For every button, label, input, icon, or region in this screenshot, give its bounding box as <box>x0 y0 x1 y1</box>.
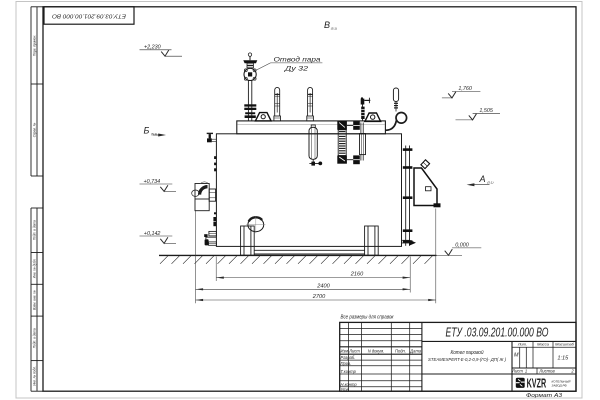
svg-text:1:15: 1:15 <box>557 356 569 362</box>
svg-text:Формат А3: Формат А3 <box>526 393 563 399</box>
svg-text:1: 1 <box>525 369 527 374</box>
svg-text:ЗАВОД РФ: ЗАВОД РФ <box>552 384 568 388</box>
svg-text:Все размеры для справок: Все размеры для справок <box>341 315 395 321</box>
svg-text:ЕТУ .03.09.201.00.000 ВО: ЕТУ .03.09.201.00.000 ВО <box>446 325 549 339</box>
svg-text:(5:1): (5:1) <box>331 27 337 31</box>
svg-text:Изм Лист: Изм Лист <box>341 348 361 353</box>
svg-text:0,000: 0,000 <box>455 243 469 249</box>
svg-text:2: 2 <box>570 369 574 374</box>
svg-text:Инв. № подл.: Инв. № подл. <box>33 366 37 386</box>
svg-text:ЕТУ.03.09.201.00.000 ВО: ЕТУ.03.09.201.00.000 ВО <box>51 13 126 19</box>
svg-text:М: М <box>514 353 519 359</box>
svg-text:Подп. и дата: Подп. и дата <box>33 220 37 240</box>
svg-text:Утв.: Утв. <box>341 387 350 392</box>
svg-text:Ду 32: Ду 32 <box>284 65 309 72</box>
svg-text:Пров.: Пров. <box>341 361 352 366</box>
svg-text:Взам. инв. №: Взам. инв. № <box>33 290 37 310</box>
svg-text:N докум.: N докум. <box>368 348 385 353</box>
svg-text:Дата: Дата <box>409 348 422 353</box>
svg-text:Масса: Масса <box>537 342 550 347</box>
svg-text:Подп.: Подп. <box>395 348 406 353</box>
svg-text:Перв. примен.: Перв. примен. <box>33 35 37 56</box>
svg-text:Лист: Лист <box>511 369 523 374</box>
svg-text:Н.контр: Н.контр <box>341 382 358 387</box>
svg-text:(5:1): (5:1) <box>487 181 493 185</box>
svg-text:Отвод пара: Отвод пара <box>274 56 322 63</box>
svg-text:Подп. и дата: Подп. и дата <box>33 328 37 348</box>
svg-text:Разраб.: Разраб. <box>341 355 356 360</box>
svg-text:Б: Б <box>144 125 150 135</box>
svg-text:+0,734: +0,734 <box>144 179 161 185</box>
svg-text:Масштаб: Масштаб <box>555 342 574 347</box>
svg-text:Лит.: Лит. <box>517 342 527 347</box>
svg-text:Т.контр: Т.контр <box>341 369 357 374</box>
svg-text:В: В <box>324 20 330 30</box>
svg-text:Справ. №: Справ. № <box>33 122 37 137</box>
svg-text:STEAMEXPERT-Е-0,2-0,9-(ГО)- ДП: STEAMEXPERT-Е-0,2-0,9-(ГО)- ДП( Ж ) <box>428 357 507 362</box>
svg-text:Котел паровой: Котел паровой <box>451 349 484 356</box>
svg-text:А: А <box>479 174 486 184</box>
svg-text:2400: 2400 <box>316 283 330 289</box>
svg-text:KVZR: KVZR <box>527 376 547 391</box>
svg-text:+0,142: +0,142 <box>144 231 161 237</box>
svg-text:Инв. № дубл.: Инв. № дубл. <box>33 258 37 278</box>
svg-text:КОТЕЛЬНЫЙ: КОТЕЛЬНЫЙ <box>552 380 572 384</box>
svg-text:+2,230: +2,230 <box>144 45 161 51</box>
svg-text:2160: 2160 <box>350 272 364 278</box>
svg-text:1,505: 1,505 <box>479 108 493 114</box>
svg-text:Листов: Листов <box>538 369 555 374</box>
svg-text:2700: 2700 <box>312 294 326 300</box>
svg-text:1,760: 1,760 <box>458 86 472 92</box>
svg-text:(5:1): (5:1) <box>151 132 157 136</box>
